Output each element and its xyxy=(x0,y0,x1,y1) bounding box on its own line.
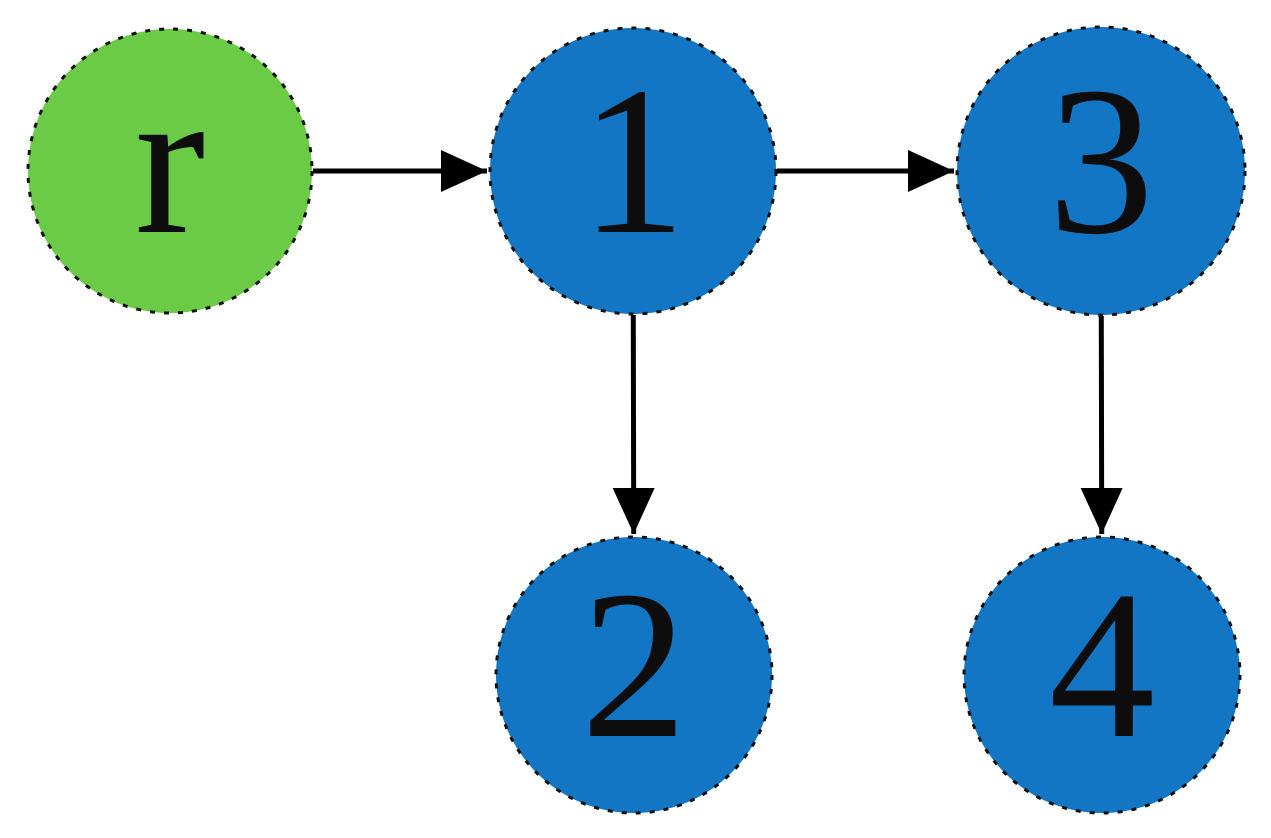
node-circle-3 xyxy=(955,25,1247,317)
graph-node-1: 1 xyxy=(488,26,778,316)
nodes-layer: r 1 3 2 4 xyxy=(26,25,1247,815)
graph-node-r: r xyxy=(26,27,314,315)
node-label-1: 1 xyxy=(580,43,686,278)
edges-layer xyxy=(313,150,1123,535)
graph-node-2: 2 xyxy=(494,535,774,815)
node-circle-1 xyxy=(488,26,778,316)
node-circle-2 xyxy=(494,535,774,815)
graph-node-3: 3 xyxy=(955,25,1247,317)
node-circle-4 xyxy=(962,535,1242,815)
node-circle-r xyxy=(26,27,314,315)
graph-node-4: 4 xyxy=(962,535,1242,815)
node-label-4: 4 xyxy=(1049,547,1155,782)
node-label-3: 3 xyxy=(1048,43,1154,278)
node-label-r: r xyxy=(135,43,206,278)
node-label-2: 2 xyxy=(581,547,687,782)
